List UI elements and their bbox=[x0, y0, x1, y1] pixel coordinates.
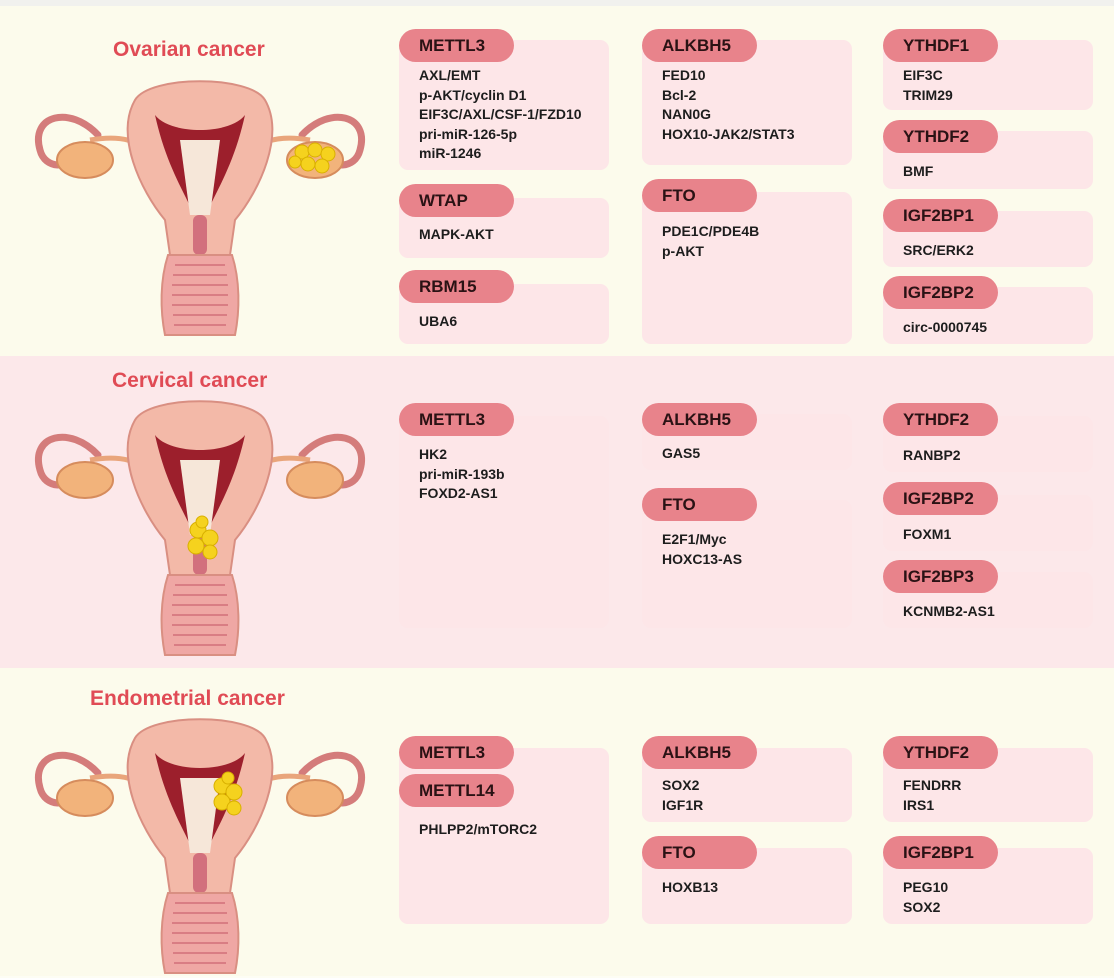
target-item: SOX2 bbox=[903, 898, 948, 918]
tag-ovarian-igf2bp2: IGF2BP2 bbox=[883, 276, 998, 309]
tag-ovarian-igf2bp1: IGF2BP1 bbox=[883, 199, 998, 232]
card-items: HK2 pri-miR-193b FOXD2-AS1 bbox=[419, 445, 505, 504]
target-item: PHLPP2/mTORC2 bbox=[419, 820, 537, 840]
tag-endometrial-igf2bp1: IGF2BP1 bbox=[883, 836, 998, 869]
target-item: AXL/EMT bbox=[419, 66, 582, 86]
target-item: MAPK-AKT bbox=[419, 225, 494, 245]
target-item: UBA6 bbox=[419, 312, 457, 332]
target-item: IGF1R bbox=[662, 796, 703, 816]
card-items: HOXB13 bbox=[662, 878, 718, 898]
card-items: BMF bbox=[903, 162, 933, 182]
tag-ovarian-fto: FTO bbox=[642, 179, 757, 212]
target-item: miR-1246 bbox=[419, 144, 582, 164]
target-item: FENDRR bbox=[903, 776, 961, 796]
target-item: TRIM29 bbox=[903, 86, 953, 106]
uterus-illustration-ovarian bbox=[30, 80, 370, 340]
target-item: HOX10-JAK2/STAT3 bbox=[662, 125, 795, 145]
section-title-endometrial: Endometrial cancer bbox=[90, 687, 285, 711]
card-items: FOXM1 bbox=[903, 525, 951, 545]
target-item: IRS1 bbox=[903, 796, 961, 816]
tag-cervical-fto: FTO bbox=[642, 488, 757, 521]
uterus-illustration-cervical bbox=[30, 400, 370, 660]
card-items: circ-0000745 bbox=[903, 318, 987, 338]
target-item: HOXC13-AS bbox=[662, 550, 742, 570]
tag-cervical-igf2bp3: IGF2BP3 bbox=[883, 560, 998, 593]
uterus-illustration-endometrial bbox=[30, 718, 370, 978]
target-item: FOXM1 bbox=[903, 525, 951, 545]
card-items: KCNMB2-AS1 bbox=[903, 602, 995, 622]
card-items: GAS5 bbox=[662, 444, 700, 464]
card-items: FENDRR IRS1 bbox=[903, 776, 961, 815]
tag-ovarian-ythdf2: YTHDF2 bbox=[883, 120, 998, 153]
target-item: PDE1C/PDE4B bbox=[662, 222, 759, 242]
target-item: Bcl-2 bbox=[662, 86, 795, 106]
target-item: EIF3C/AXL/CSF-1/FZD10 bbox=[419, 105, 582, 125]
tag-ovarian-rbm15: RBM15 bbox=[399, 270, 514, 303]
tag-endometrial-mettl3: METTL3 bbox=[399, 736, 514, 769]
target-item: GAS5 bbox=[662, 444, 700, 464]
section-title-ovarian: Ovarian cancer bbox=[113, 38, 265, 62]
tag-endometrial-fto: FTO bbox=[642, 836, 757, 869]
card-items: RANBP2 bbox=[903, 446, 961, 466]
card-items: PHLPP2/mTORC2 bbox=[419, 820, 537, 840]
target-item: NAN0G bbox=[662, 105, 795, 125]
tag-cervical-ythdf2: YTHDF2 bbox=[883, 403, 998, 436]
target-item: pri-miR-126-5p bbox=[419, 125, 582, 145]
target-item: SOX2 bbox=[662, 776, 703, 796]
target-item: BMF bbox=[903, 162, 933, 182]
target-item: KCNMB2-AS1 bbox=[903, 602, 995, 622]
target-item: E2F1/Myc bbox=[662, 530, 742, 550]
card-items: UBA6 bbox=[419, 312, 457, 332]
target-item: RANBP2 bbox=[903, 446, 961, 466]
tag-cervical-igf2bp2: IGF2BP2 bbox=[883, 482, 998, 515]
card-items: EIF3C TRIM29 bbox=[903, 66, 953, 105]
tag-endometrial-ythdf2: YTHDF2 bbox=[883, 736, 998, 769]
card-items: SOX2 IGF1R bbox=[662, 776, 703, 815]
uterus-drawing bbox=[38, 81, 361, 335]
card-ovarian-fto bbox=[642, 192, 852, 344]
tag-endometrial-alkbh5: ALKBH5 bbox=[642, 736, 757, 769]
card-items: E2F1/Myc HOXC13-AS bbox=[662, 530, 742, 569]
tag-ovarian-alkbh5: ALKBH5 bbox=[642, 29, 757, 62]
target-item: HOXB13 bbox=[662, 878, 718, 898]
target-item: FED10 bbox=[662, 66, 795, 86]
target-item: p-AKT bbox=[662, 242, 759, 262]
target-item: circ-0000745 bbox=[903, 318, 987, 338]
tag-ovarian-wtap: WTAP bbox=[399, 184, 514, 217]
target-item: PEG10 bbox=[903, 878, 948, 898]
target-item: FOXD2-AS1 bbox=[419, 484, 505, 504]
target-item: SRC/ERK2 bbox=[903, 241, 974, 261]
uterus-drawing bbox=[38, 719, 361, 973]
tag-ovarian-mettl3: METTL3 bbox=[399, 29, 514, 62]
card-items: MAPK-AKT bbox=[419, 225, 494, 245]
tag-endometrial-mettl14: METTL14 bbox=[399, 774, 514, 807]
tag-cervical-alkbh5: ALKBH5 bbox=[642, 403, 757, 436]
card-items: AXL/EMT p-AKT/cyclin D1 EIF3C/AXL/CSF-1/… bbox=[419, 66, 582, 164]
card-items: SRC/ERK2 bbox=[903, 241, 974, 261]
target-item: pri-miR-193b bbox=[419, 465, 505, 485]
card-items: PEG10 SOX2 bbox=[903, 878, 948, 917]
card-items: FED10 Bcl-2 NAN0G HOX10-JAK2/STAT3 bbox=[662, 66, 795, 144]
target-item: EIF3C bbox=[903, 66, 953, 86]
target-item: HK2 bbox=[419, 445, 505, 465]
card-items: PDE1C/PDE4B p-AKT bbox=[662, 222, 759, 261]
tag-ovarian-ythdf1: YTHDF1 bbox=[883, 29, 998, 62]
section-title-cervical: Cervical cancer bbox=[112, 369, 267, 393]
target-item: p-AKT/cyclin D1 bbox=[419, 86, 582, 106]
tag-cervical-mettl3: METTL3 bbox=[399, 403, 514, 436]
